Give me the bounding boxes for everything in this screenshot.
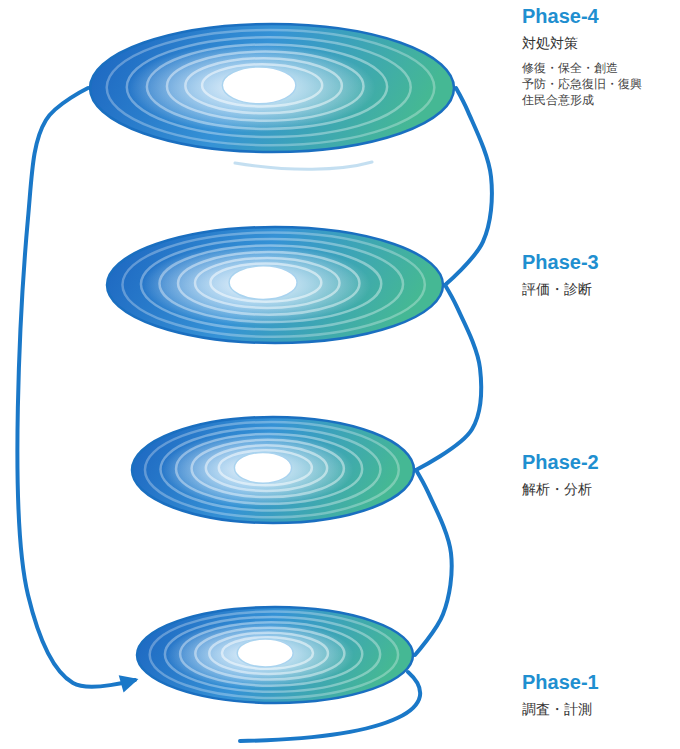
disc-outer [132, 417, 414, 523]
disc-center [222, 67, 296, 104]
phase-heading: Phase-2 [522, 450, 599, 474]
phase-detail: 予防・応急復旧・復興 [522, 76, 642, 92]
phase-disc: Phase-2解析・分析 [130, 415, 416, 525]
disc-shadow [235, 162, 372, 169]
disc-ring [145, 422, 399, 517]
phase-heading: Phase-4 [522, 4, 642, 28]
disc-ring [195, 628, 344, 680]
disc-ring [209, 633, 328, 674]
disc-ring [210, 263, 321, 301]
spiral-connector [416, 285, 481, 470]
phase-title: 解析・分析 [522, 480, 599, 498]
disc-ring [176, 434, 362, 504]
disc-ring [178, 252, 359, 315]
disc-outer [107, 227, 443, 343]
disc-ring [192, 440, 344, 497]
disc-center [237, 639, 293, 667]
disc-ring [206, 445, 327, 491]
disc-outer [90, 24, 454, 152]
spiral-connector [445, 88, 492, 285]
disc-ring [141, 239, 403, 329]
spiral-connector [415, 470, 452, 655]
phase-disc: Phase-4対処対策修復・保全・創造予防・応急復旧・復興住民合意形成 [88, 22, 456, 154]
phase-label: Phase-3 評価・診断 [522, 250, 599, 298]
disc-shape [88, 22, 456, 154]
phase-disc: Phase-1調査・計測 [135, 605, 415, 705]
disc-shape [130, 415, 416, 525]
phase-label: Phase-4 対処対策修復・保全・創造予防・応急復旧・復興住民合意形成 [522, 4, 642, 108]
disc-ring [107, 30, 435, 145]
cycle-arrow [17, 88, 135, 687]
disc-shape [135, 605, 415, 705]
phase-title: 評価・診断 [522, 280, 599, 298]
phase-title: 調査・計測 [522, 700, 599, 718]
disc-ring [167, 52, 364, 121]
phase-label: Phase-2 解析・分析 [522, 450, 599, 498]
disc-ring [165, 617, 380, 692]
disc-ring [161, 428, 381, 511]
disc-ring [122, 232, 424, 336]
disc-ring [180, 622, 362, 685]
disc-ring [185, 58, 342, 113]
phase-title: 対処対策 [522, 34, 642, 52]
disc-ring [202, 64, 322, 106]
disc-ring [150, 612, 398, 698]
phase-label: Phase-1 調査・計測 [522, 670, 599, 718]
disc-ring [219, 450, 312, 485]
disc-ring [127, 37, 411, 137]
phase-disc: Phase-3評価・診断 [105, 225, 445, 345]
disc-outer [137, 607, 413, 703]
disc-ring [195, 258, 339, 308]
disc-center [229, 266, 297, 300]
phase-detail: 修復・保全・創造 [522, 60, 642, 76]
disc-ring [222, 637, 313, 669]
disc-ring [147, 44, 387, 128]
phase-detail: 住民合意形成 [522, 92, 642, 108]
phase-heading: Phase-1 [522, 670, 599, 694]
disc-ring [159, 245, 381, 322]
disc-center [234, 452, 291, 483]
disc-shape [105, 225, 445, 345]
phase-heading: Phase-3 [522, 250, 599, 274]
